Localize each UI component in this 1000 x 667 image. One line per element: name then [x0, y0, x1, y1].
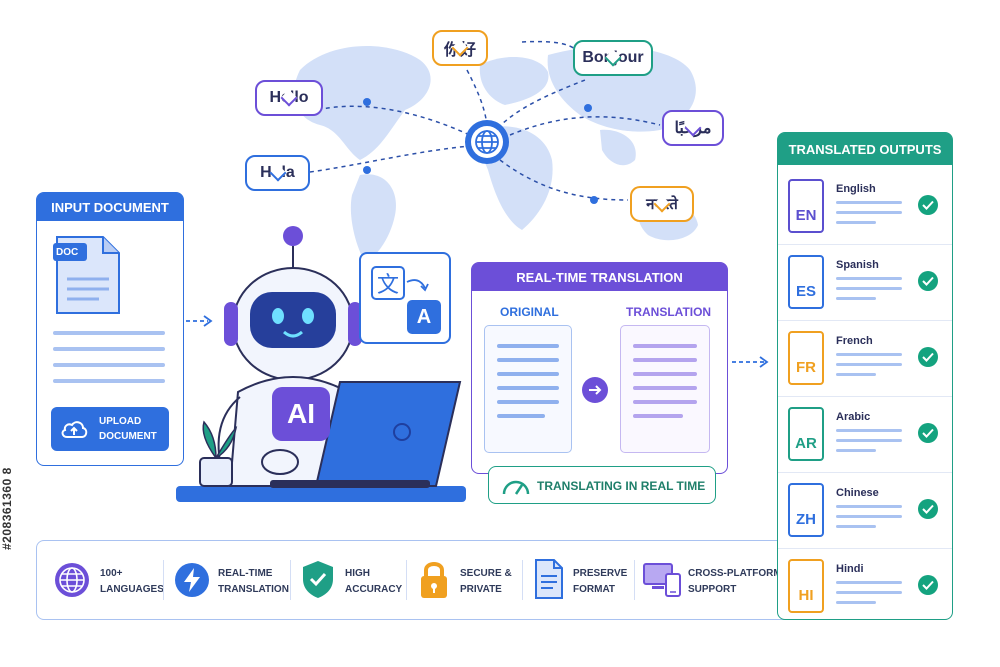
- greeting-bubble-hello: Hello: [255, 80, 323, 116]
- language-file-icon: ZH: [788, 483, 824, 537]
- check-icon: [918, 499, 938, 519]
- translation-text-box: [620, 325, 710, 453]
- greeting-bubble-marhaba: مرحبًا: [662, 110, 724, 146]
- dashed-arrow-icon: [732, 356, 769, 368]
- language-file-icon: FR: [788, 331, 824, 385]
- check-icon: [918, 195, 938, 215]
- original-label: ORIGINAL: [500, 305, 559, 319]
- check-icon: [918, 347, 938, 367]
- lock-icon: [421, 562, 447, 598]
- upload-document-button[interactable]: UPLOAD DOCUMENT: [51, 407, 169, 451]
- original-text-box: [484, 325, 572, 453]
- language-name: French: [836, 335, 873, 347]
- translating-status: TRANSLATING IN REAL TIME: [488, 466, 716, 504]
- doc-file-icon: DOC: [53, 235, 123, 315]
- language-file-icon: EN: [788, 179, 824, 233]
- language-name: Chinese: [836, 487, 879, 499]
- greeting-bubble-nihao: 你好: [432, 30, 488, 66]
- ai-badge: AI: [272, 387, 330, 441]
- feature-accuracy: HIGH ACCURACY: [345, 568, 403, 595]
- speedometer-icon: [502, 480, 530, 495]
- arrow-right-icon: [582, 377, 608, 403]
- input-document-header: INPUT DOCUMENT: [37, 193, 183, 221]
- language-file-icon: AR: [788, 407, 824, 461]
- devices-icon: [643, 563, 681, 597]
- language-name: English: [836, 183, 876, 195]
- output-item-ar[interactable]: AR Arabic: [778, 401, 952, 473]
- check-icon: [918, 271, 938, 291]
- language-file-icon: HI: [788, 559, 824, 613]
- check-icon: [918, 423, 938, 443]
- feature-preserve-format: PRESERVE FORMAT: [573, 568, 628, 595]
- translation-label: TRANSLATION: [626, 305, 712, 319]
- greeting-bubble-namaste: नमस्ते: [630, 186, 694, 222]
- language-name: Spanish: [836, 259, 879, 271]
- translate-bubble: 文 A: [359, 252, 451, 344]
- output-item-en[interactable]: EN English: [778, 173, 952, 245]
- dashed-arrow-icon: [186, 315, 213, 327]
- feature-languages: 100+ LANGUAGES: [100, 568, 164, 595]
- check-icon: [918, 575, 938, 595]
- feature-realtime: REAL-TIME TRANSLATION: [218, 568, 289, 595]
- realtime-translation-header: REAL-TIME TRANSLATION: [472, 263, 727, 291]
- lightning-icon: [175, 563, 209, 597]
- input-document-panel: INPUT DOCUMENT DOC UPLOAD DOCUMENT: [36, 192, 184, 466]
- language-name: Hindi: [836, 563, 864, 575]
- feature-cross-platform: CROSS-PLATFORM SUPPORT: [688, 568, 782, 595]
- translated-outputs-header: TRANSLATED OUTPUTS: [778, 133, 952, 165]
- stock-id-text: #208361360 8: [0, 467, 14, 550]
- cloud-upload-icon: [61, 421, 88, 438]
- output-item-zh[interactable]: ZH Chinese: [778, 477, 952, 549]
- output-item-fr[interactable]: FR French: [778, 325, 952, 397]
- greeting-bubble-hola: Hola: [245, 155, 310, 191]
- greeting-bubble-bonjour: Bonjour: [573, 40, 653, 76]
- language-name: Arabic: [836, 411, 871, 423]
- realtime-translation-panel: REAL-TIME TRANSLATION ORIGINAL TRANSLATI…: [471, 262, 728, 474]
- output-item-hi[interactable]: HI Hindi: [778, 553, 952, 625]
- feature-secure: SECURE & PRIVATE: [460, 568, 512, 595]
- language-file-icon: ES: [788, 255, 824, 309]
- document-icon: [535, 559, 563, 599]
- doc-tag: DOC: [56, 247, 79, 258]
- translate-icon: 文: [371, 266, 405, 300]
- shield-check-icon: [303, 561, 333, 598]
- output-item-es[interactable]: ES Spanish: [778, 249, 952, 321]
- globe-icon: [55, 563, 89, 597]
